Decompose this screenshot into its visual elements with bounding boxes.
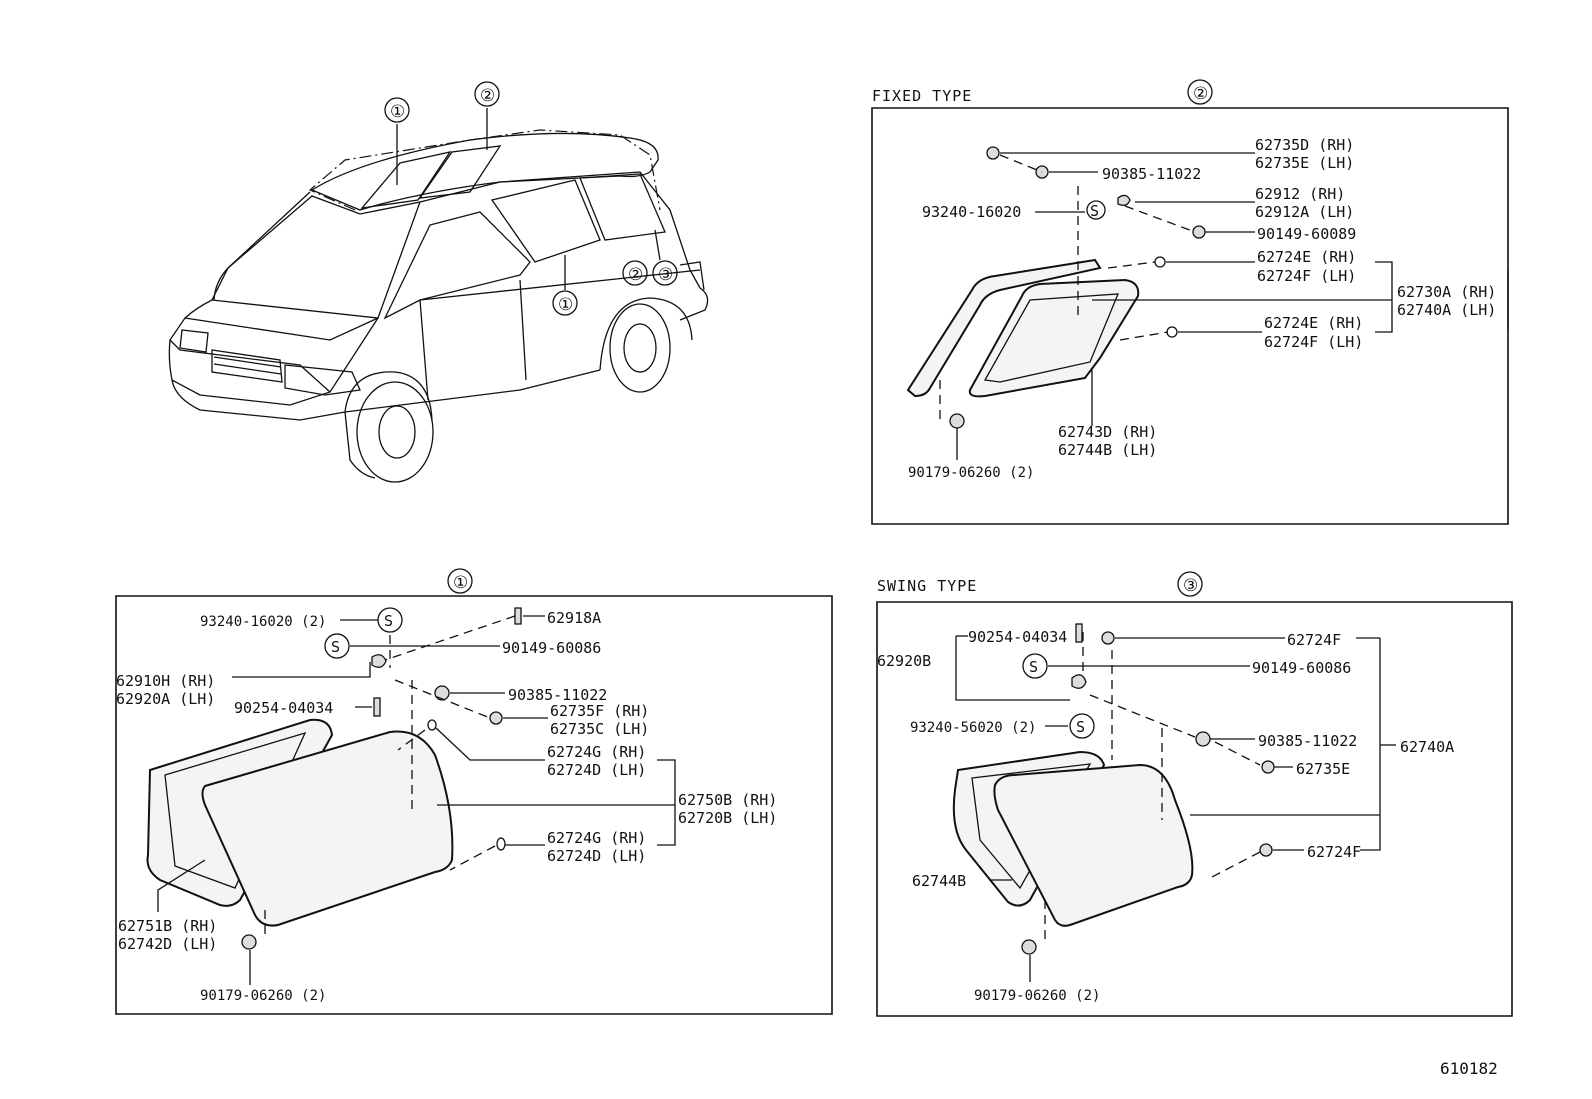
side-label-62910h: 62910H (RH) bbox=[116, 672, 215, 690]
side-label-62742d: 62742D (LH) bbox=[118, 935, 217, 953]
callout-side-window: ① bbox=[558, 295, 573, 315]
fixed-type-panel: FIXED TYPE ② S bbox=[871, 79, 1509, 525]
fixed-frame-outer bbox=[906, 258, 1102, 398]
swing-label-62724f-bottom: 62724F bbox=[1307, 843, 1361, 861]
swing-type-title: SWING TYPE bbox=[877, 577, 977, 595]
side-window-panel: ① S S bbox=[115, 568, 833, 1015]
side-label-62724d-bottom: 62724D (LH) bbox=[547, 847, 646, 865]
side-window-1 bbox=[490, 179, 601, 263]
fixed-label-62724e-top: 62724E (RH) bbox=[1257, 248, 1356, 266]
side-label-62920a: 62920A (LH) bbox=[116, 690, 215, 708]
fixed-label-93240: 93240-16020 bbox=[922, 203, 1021, 221]
side-label-62720b: 62720B (LH) bbox=[678, 809, 777, 827]
van-callouts: ① ② ① ② ③ bbox=[384, 81, 678, 316]
swing-type-panel: SWING TYPE ③ S S bbox=[876, 571, 1513, 1017]
callout-fixed: ② bbox=[628, 265, 643, 285]
side-label-62724g-bottom: 62724G (RH) bbox=[547, 829, 646, 847]
sunroof-rear bbox=[418, 145, 502, 199]
seal-symbol: S bbox=[1029, 658, 1038, 676]
side-label-62735c: 62735C (LH) bbox=[550, 720, 649, 738]
swing-label-93240: 93240-56020 (2) bbox=[910, 720, 1036, 736]
side-label-90385: 90385-11022 bbox=[508, 686, 607, 704]
side-label-90254: 90254-04034 bbox=[234, 699, 333, 717]
swing-label-90179: 90179-06260 (2) bbox=[974, 988, 1100, 1004]
side-label-62735f: 62735F (RH) bbox=[550, 702, 649, 720]
side-label-90179: 90179-06260 (2) bbox=[200, 988, 326, 1004]
fixed-label-62724e-bottom: 62724E (RH) bbox=[1264, 314, 1363, 332]
seal-symbol: S bbox=[331, 638, 340, 656]
fixed-label-62743d: 62743D (RH) bbox=[1058, 423, 1157, 441]
fixed-label-90179: 90179-06260 (2) bbox=[908, 465, 1034, 481]
fixed-label-90385: 90385-11022 bbox=[1102, 165, 1201, 183]
fixed-label-62735d: 62735D (RH) bbox=[1255, 136, 1354, 154]
swing-label-62724f-top: 62724F bbox=[1287, 631, 1341, 649]
diagram-code: 610182 bbox=[1440, 1059, 1498, 1078]
fixed-label-62724f-bottom: 62724F (LH) bbox=[1264, 333, 1363, 351]
fixed-label-62744b: 62744B (LH) bbox=[1058, 441, 1157, 459]
swing-label-90149: 90149-60086 bbox=[1252, 659, 1351, 677]
swing-label-62744b: 62744B bbox=[912, 872, 966, 890]
fixed-label-90149: 90149-60089 bbox=[1257, 225, 1356, 243]
fixed-label-62912a: 62912A (LH) bbox=[1255, 203, 1354, 221]
callout-sunroof-front: ① bbox=[390, 102, 405, 122]
fixed-type-ref: ② bbox=[1193, 84, 1208, 104]
swing-label-62740a: 62740A bbox=[1400, 738, 1454, 756]
side-label-62918a: 62918A bbox=[547, 609, 601, 627]
seal-symbol: S bbox=[1090, 202, 1099, 220]
side-label-62724d-top: 62724D (LH) bbox=[547, 761, 646, 779]
swing-glass bbox=[993, 763, 1194, 927]
side-label-62724g-top: 62724G (RH) bbox=[547, 743, 646, 761]
side-window-ref: ① bbox=[453, 573, 468, 593]
van-illustration bbox=[168, 108, 709, 483]
callout-sunroof-rear: ② bbox=[480, 86, 495, 106]
fixed-label-62735e: 62735E (LH) bbox=[1255, 154, 1354, 172]
sunroof-front bbox=[360, 151, 452, 209]
seal-symbol: S bbox=[1076, 718, 1085, 736]
seal-symbol: S bbox=[384, 612, 393, 630]
fixed-label-62724f-top: 62724F (LH) bbox=[1257, 267, 1356, 285]
swing-label-90385: 90385-11022 bbox=[1258, 732, 1357, 750]
side-label-62750b: 62750B (RH) bbox=[678, 791, 777, 809]
swing-label-90254: 90254-04034 bbox=[968, 628, 1067, 646]
swing-label-62920b: 62920B bbox=[877, 652, 931, 670]
fixed-label-62730a: 62730A (RH) bbox=[1397, 283, 1496, 301]
side-glass bbox=[201, 730, 454, 927]
fixed-glass bbox=[968, 278, 1140, 398]
fixed-label-62740a: 62740A (LH) bbox=[1397, 301, 1496, 319]
side-window-2 bbox=[579, 173, 666, 241]
callout-swing: ③ bbox=[658, 265, 673, 285]
swing-type-ref: ③ bbox=[1183, 576, 1198, 596]
swing-label-62735e: 62735E bbox=[1296, 760, 1350, 778]
side-label-93240: 93240-16020 (2) bbox=[200, 614, 326, 630]
side-label-62751b: 62751B (RH) bbox=[118, 917, 217, 935]
side-label-90149: 90149-60086 bbox=[502, 639, 601, 657]
fixed-type-title: FIXED TYPE bbox=[872, 87, 972, 105]
fixed-label-62912: 62912 (RH) bbox=[1255, 185, 1345, 203]
